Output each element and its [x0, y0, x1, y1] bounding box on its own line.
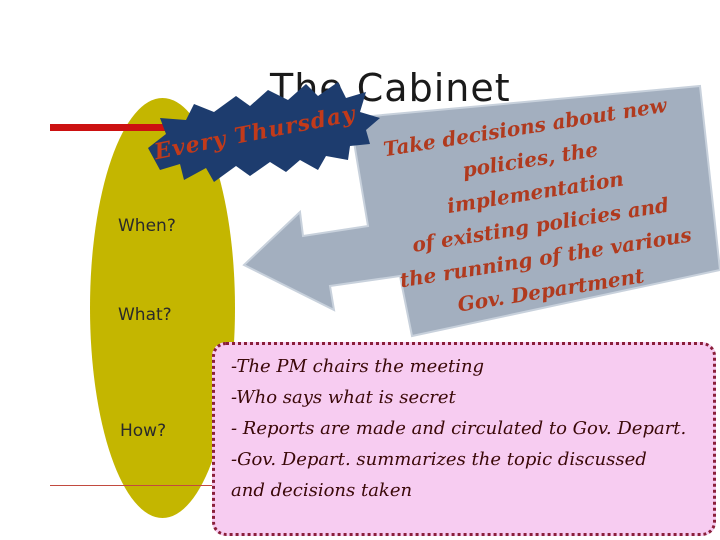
starburst-icon: [148, 82, 380, 182]
question-when: When?: [118, 216, 176, 236]
detail-line: -Gov. Depart. summarizes the topic discu…: [231, 449, 647, 470]
detail-line: -Who says what is secret: [231, 387, 456, 408]
question-how: How?: [120, 421, 167, 441]
detail-line: -The PM chairs the meeting: [231, 356, 485, 377]
detail-line: - Reports are made and circulated to Gov…: [231, 418, 687, 439]
detail-line: and decisions taken: [231, 480, 413, 501]
title-underline-red: [50, 124, 228, 131]
arrow-icon: [242, 84, 720, 338]
bottom-rule: [50, 485, 218, 486]
how-details-box: -The PM chairs the meeting -Who says wha…: [212, 342, 716, 536]
question-what: What?: [118, 305, 172, 325]
